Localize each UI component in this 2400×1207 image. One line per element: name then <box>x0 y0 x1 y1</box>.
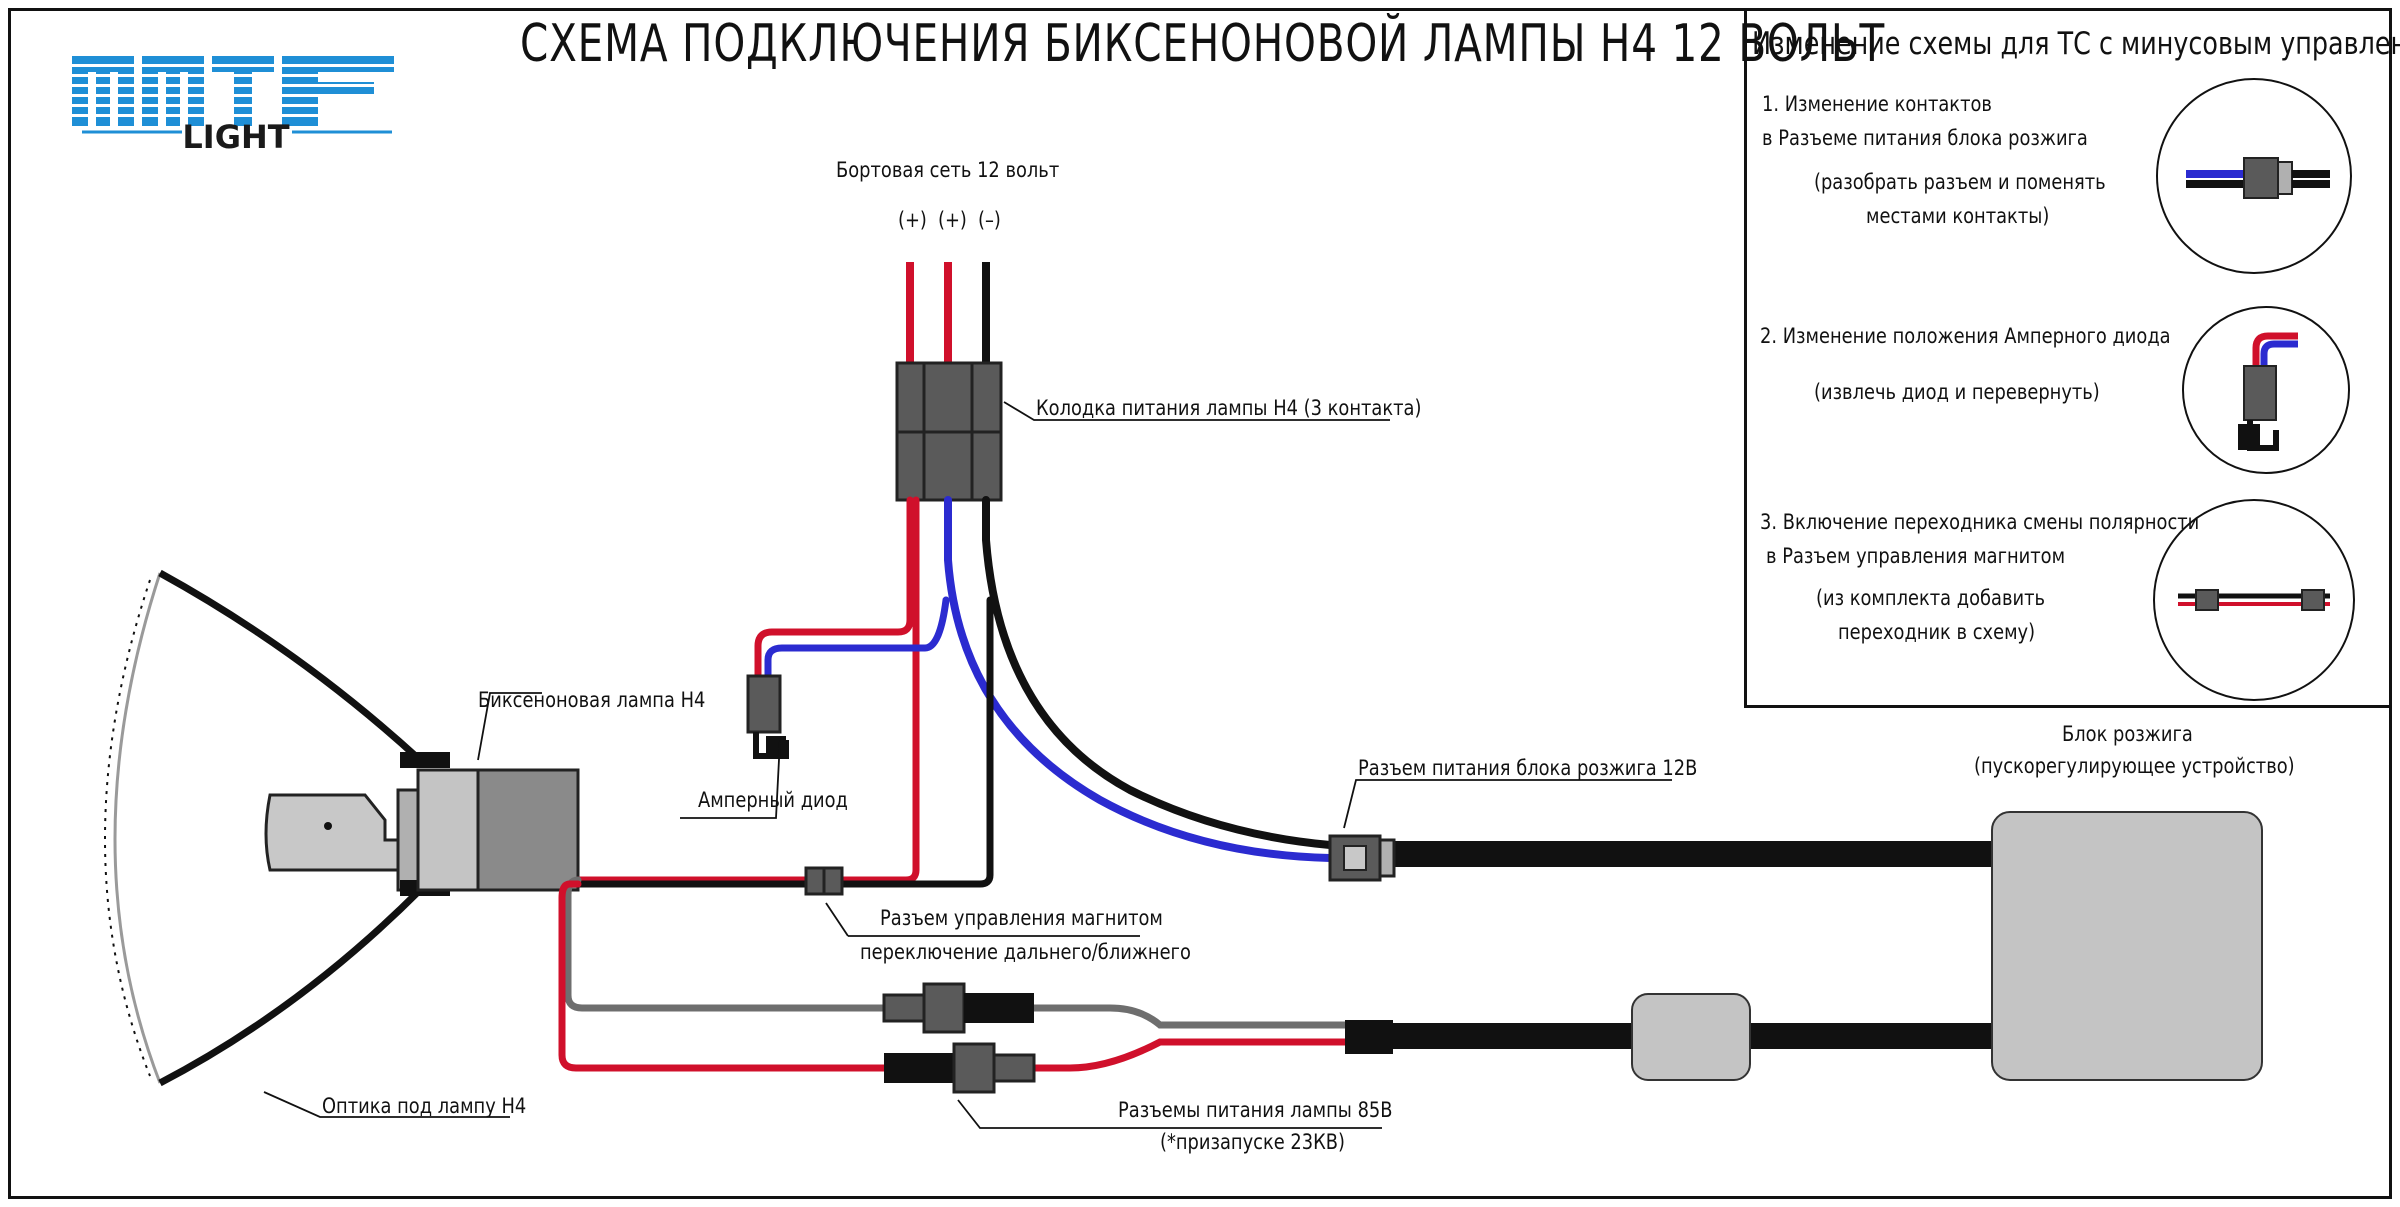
mtf-logo: LIGHT <box>66 56 400 156</box>
panel-circle-2 <box>2182 306 2350 474</box>
ignition-power-connector <box>1328 834 1396 882</box>
label-ballast-1: Блок розжига <box>2062 722 2193 746</box>
step-2-note1: (извлечь диод и перевернуть) <box>1814 380 2100 404</box>
magnet-control-connector <box>804 866 844 896</box>
supply-pin-3: (–) <box>978 208 1001 232</box>
step-3-note2: переходник в схему) <box>1838 620 2036 644</box>
label-lamp-connectors: Разъемы питания лампы 85В <box>1118 1098 1393 1122</box>
panel-title: Изменение схемы для ТС с минусовым управ… <box>1752 26 2400 62</box>
optics-reflector <box>104 569 423 1087</box>
step-3-line1: 3. Включение переходника смены полярност… <box>1760 510 2200 534</box>
ampere-diode <box>746 674 789 759</box>
label-magnet-switch: переключение дальнего/ближнего <box>860 940 1191 964</box>
logo-sub: LIGHT <box>182 118 289 156</box>
supply-label: Бортовая сеть 12 вольт <box>836 158 1060 182</box>
label-h4-block: Колодка питания лампы H4 (3 контакта) <box>1036 396 1422 420</box>
step-2-line1: 2. Изменение положения Амперного диода <box>1760 324 2171 348</box>
label-ballast-2: (пускорегулирующее устройство) <box>1974 754 2295 778</box>
step-3-note1: (из комплекта добавить <box>1816 586 2046 610</box>
supply-pin-2: (+) <box>938 208 967 232</box>
label-lamp-connectors-note: (*призапуске 23КВ) <box>1160 1130 1346 1154</box>
label-lamp: Биксеноновая лампа H4 <box>478 688 706 712</box>
step-3-line2: в Разъем управления магнитом <box>1766 544 2066 568</box>
step-1-note2: местами контакты) <box>1866 204 2050 228</box>
h4-power-block <box>895 262 1003 502</box>
step-1-line2: в Разъеме питания блока розжига <box>1762 126 2088 150</box>
label-ignition-connector: Разъем питания блока розжига 12В <box>1358 756 1698 780</box>
step-1-note1: (разобрать разъем и поменять <box>1814 170 2106 194</box>
label-magnet-connector: Разъем управления магнитом <box>880 906 1163 930</box>
diagram-frame <box>8 8 2392 1199</box>
lamp-h4 <box>264 752 580 896</box>
instructions-panel <box>1744 8 2392 708</box>
step-1-line1: 1. Изменение контактов <box>1762 92 1992 116</box>
panel-circle-1 <box>2156 78 2352 274</box>
igniter-box <box>1631 993 1751 1081</box>
lamp-85v-connectors <box>882 982 1393 1094</box>
page-title: СХЕМА ПОДКЛЮЧЕНИЯ БИКСЕНОНОВОЙ ЛАМПЫ H4 … <box>520 14 1886 74</box>
leader-lines <box>263 401 1672 1129</box>
ballast-unit <box>1991 811 2263 1081</box>
label-optics: Оптика под лампу H4 <box>322 1094 527 1118</box>
label-diode: Амперный диод <box>698 788 848 812</box>
supply-pin-1: (+) <box>898 208 927 232</box>
panel-circle-3 <box>2153 499 2355 701</box>
